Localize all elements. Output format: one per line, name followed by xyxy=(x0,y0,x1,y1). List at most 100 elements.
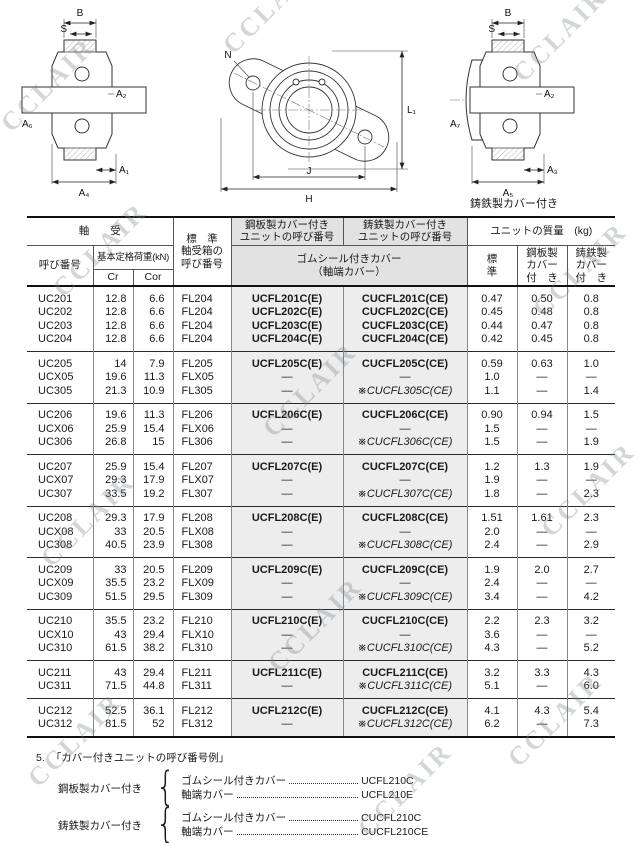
cell-m_cast: — xyxy=(566,473,616,488)
cast-iron-caption: 鋳鉄製カバー付き xyxy=(470,198,558,210)
cell-no: UC307 xyxy=(27,487,94,507)
cell-cor: 23.9 xyxy=(132,538,174,558)
cell-m_steel: 4.3 xyxy=(516,698,568,718)
cell-no: UC310 xyxy=(27,641,94,661)
cell-steel: UCFL206C(E) xyxy=(230,403,344,423)
cell-m_std: 4.3 xyxy=(466,641,518,661)
cell-cor: 6.6 xyxy=(132,332,174,352)
footnote-item-label: 鋳鉄製カバー付き xyxy=(58,819,142,832)
cell-m_std: 5.1 xyxy=(466,679,518,699)
cell-cor: 20.5 xyxy=(132,525,174,539)
cell-m_cast: 2.9 xyxy=(566,538,616,558)
cell-cast: — xyxy=(342,473,468,488)
cell-m_cast: 4.3 xyxy=(566,660,616,680)
cell-m_steel: — xyxy=(516,525,568,539)
cell-cr: 25.9 xyxy=(92,422,134,436)
cell-m_std: 1.1 xyxy=(466,384,518,404)
cell-no: UCX06 xyxy=(27,422,94,436)
header-cr: Cr xyxy=(93,268,134,287)
footnote-item-label: 鋼板製カバー付き xyxy=(58,782,142,795)
cell-steel: UCFL212C(E) xyxy=(230,698,344,718)
cell-cor: 15.4 xyxy=(132,422,174,436)
cell-cr: 19.6 xyxy=(92,370,134,385)
cell-cr: 29.3 xyxy=(92,506,134,526)
cell-m_steel: — xyxy=(516,370,568,385)
cell-m_std: 1.5 xyxy=(466,435,518,455)
cell-steel: — xyxy=(230,384,344,404)
cell-m_cast: 1.0 xyxy=(566,351,616,371)
cell-no: UC203 xyxy=(27,319,94,333)
cell-no: UC211 xyxy=(27,660,94,680)
cell-m_std: 3.6 xyxy=(466,628,518,642)
cell-no: UC305 xyxy=(27,384,94,404)
cell-cor: 6.6 xyxy=(132,286,174,306)
cell-steel: — xyxy=(230,435,344,455)
cell-m_cast: — xyxy=(566,422,616,436)
cell-cor: 23.2 xyxy=(132,576,174,591)
cell-no: UC212 xyxy=(27,698,94,718)
cell-cast: CUCFL204C(CE) xyxy=(342,332,468,352)
brace-icon: { xyxy=(156,800,176,843)
cell-cr: 61.5 xyxy=(92,641,134,661)
cell-cast: ※CUCFL310C(CE) xyxy=(342,641,468,661)
footnote-title: 「カバー付きユニットの呼び番号例」 xyxy=(50,752,230,765)
cell-housing: FL211 xyxy=(172,660,232,680)
cell-cast: — xyxy=(342,370,468,385)
dim-label-a2: A₂ xyxy=(116,89,127,100)
dim-label-s: S xyxy=(60,24,67,35)
dim-label-n: N xyxy=(224,50,231,61)
dim-label-s: S xyxy=(488,24,495,35)
cell-m_steel: — xyxy=(516,487,568,507)
cell-cr: 40.5 xyxy=(92,538,134,558)
dot-leader xyxy=(236,797,359,799)
cell-cast: CUCFL210C(CE) xyxy=(342,609,468,629)
cell-m_steel: — xyxy=(516,717,568,738)
cell-no: UC201 xyxy=(27,286,94,306)
cell-steel: UCFL204C(E) xyxy=(230,332,344,352)
cell-housing: FL307 xyxy=(172,487,232,507)
header-load-rating: 基本定格荷重(kN) xyxy=(92,244,174,270)
brace-icon: { xyxy=(156,763,176,812)
cell-no: UC208 xyxy=(27,506,94,526)
cell-housing: FL212 xyxy=(172,698,232,718)
cell-cor: 15 xyxy=(132,435,174,455)
cell-m_steel: 0.48 xyxy=(516,305,568,320)
cell-m_std: 0.45 xyxy=(466,305,518,320)
cell-cr: 12.8 xyxy=(92,332,134,352)
cell-cor: 7.9 xyxy=(132,351,174,371)
cell-housing: FL306 xyxy=(172,435,232,455)
dot-leader xyxy=(289,820,359,822)
cell-cast: CUCFL207C(CE) xyxy=(342,454,468,474)
cell-m_std: 0.47 xyxy=(466,286,518,306)
cell-cr: 25.9 xyxy=(92,454,134,474)
cell-cast: CUCFL211C(CE) xyxy=(342,660,468,680)
cell-steel: UCFL208C(E) xyxy=(230,506,344,526)
cell-m_steel: — xyxy=(516,435,568,455)
cell-cr: 29.3 xyxy=(92,473,134,488)
cell-housing: FL208 xyxy=(172,506,232,526)
cell-cr: 81.5 xyxy=(92,717,134,738)
cell-no: UC205 xyxy=(27,351,94,371)
cell-cor: 29.4 xyxy=(132,660,174,680)
header-steel-unit: 鋼板製カバー付き ユニットの呼び番号 xyxy=(230,216,344,246)
cell-m_std: 1.51 xyxy=(466,506,518,526)
header-bearing-no: 呼び番号 xyxy=(27,244,94,287)
cell-m_std: 1.9 xyxy=(466,557,518,577)
cell-cr: 12.8 xyxy=(92,319,134,333)
header-rubber-cover: ゴムシール付きカバー （軸端カバー） xyxy=(230,244,468,287)
footnote-title-row: 5.「カバー付きユニットの呼び番号例」 xyxy=(36,750,643,765)
cell-cor: 19.2 xyxy=(132,487,174,507)
cell-housing: FL310 xyxy=(172,641,232,661)
cell-cr: 33.5 xyxy=(92,487,134,507)
cell-steel: — xyxy=(230,422,344,436)
cell-m_std: 1.2 xyxy=(466,454,518,474)
